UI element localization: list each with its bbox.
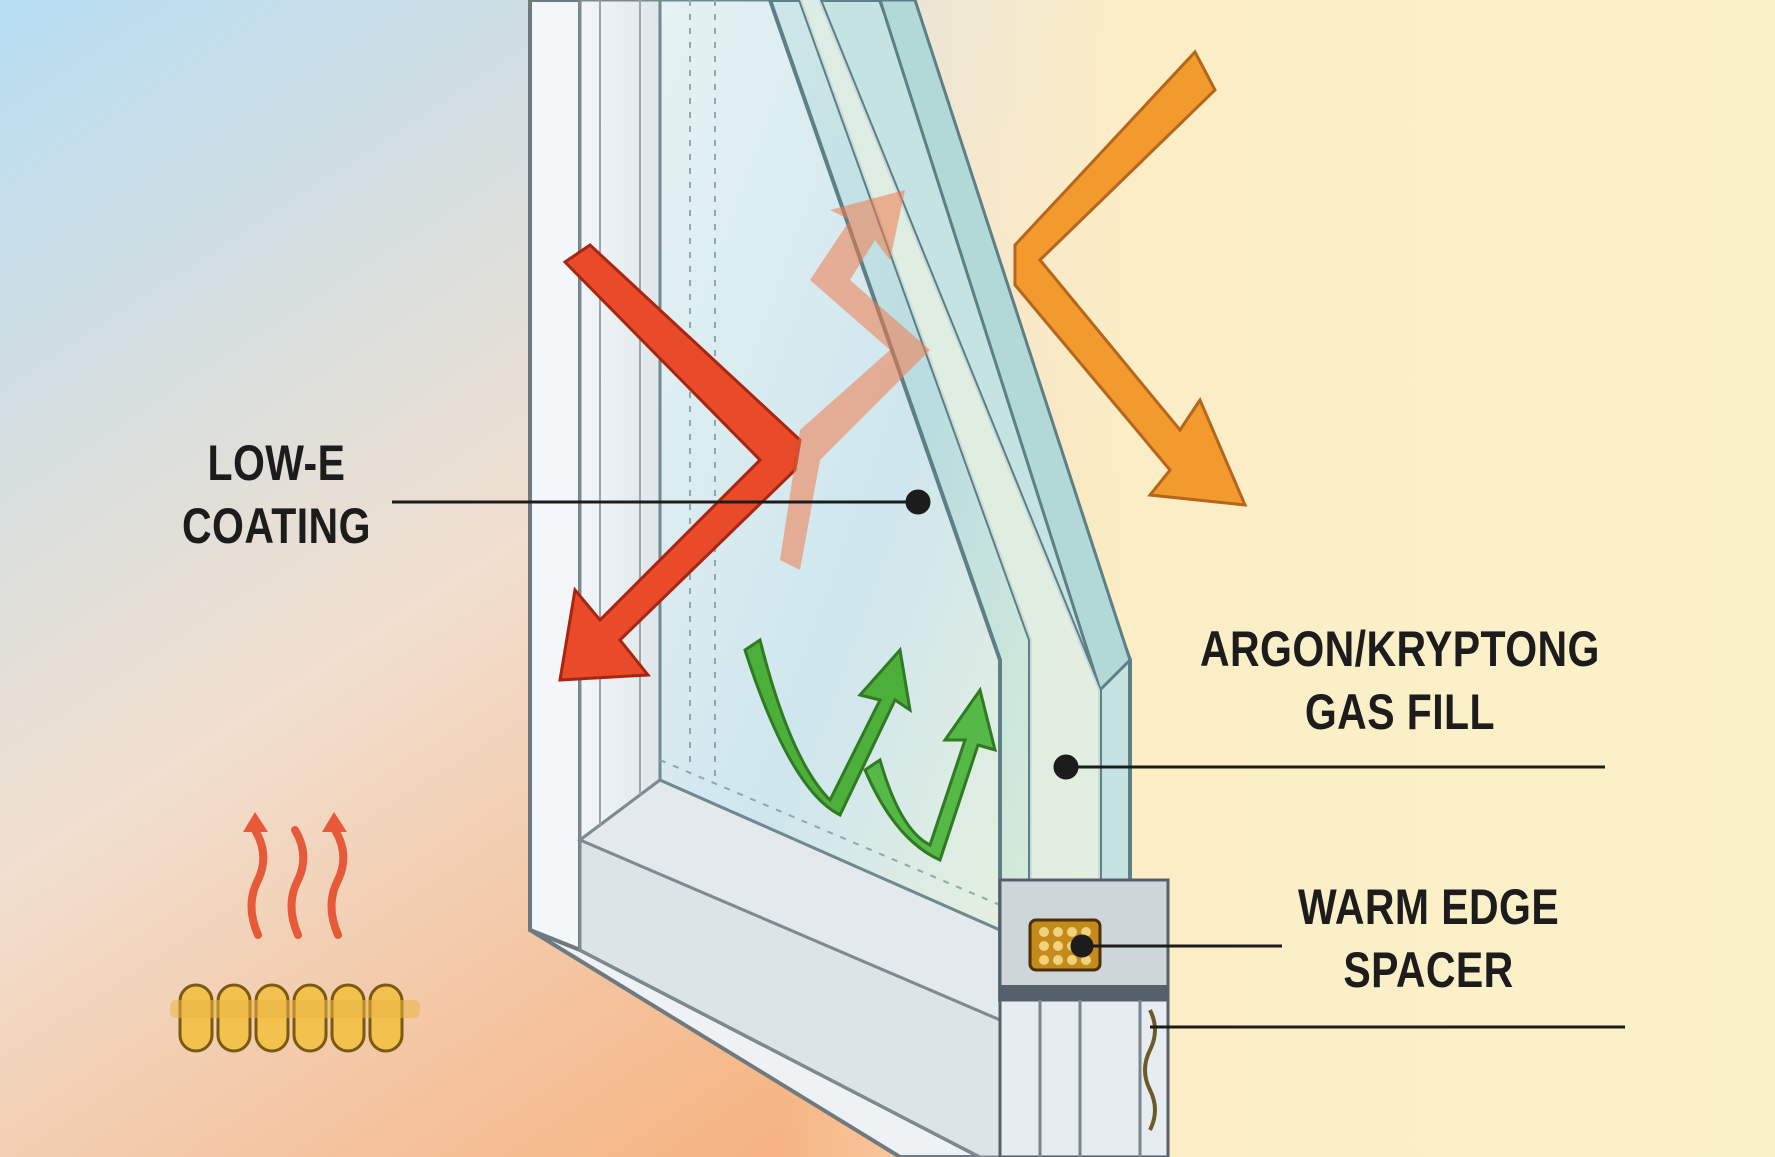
warm-edge-label-line2: SPACER [1343, 941, 1514, 998]
incoming-sun-arrow-icon [1013, 49, 1248, 507]
gas-fill-pointer-dot [1053, 754, 1079, 780]
spacer-assembly [998, 878, 1170, 1157]
gas-fill-label-line2: GAS FILL [1304, 683, 1495, 740]
warm-edge-spacer-label: WARM EDGE SPACER [1298, 876, 1559, 1001]
low-e-pointer-dot [905, 489, 931, 515]
spacer-pointer-dot [1070, 934, 1094, 958]
gas-fill-label-line1: ARGON/KRYPTONG [1200, 621, 1600, 677]
faded-heat-arrow-icon [780, 190, 930, 570]
gas-circulation-arrows-icon [743, 637, 998, 863]
leader-lines [392, 489, 1625, 1029]
inner-pane [658, 0, 1002, 933]
low-e-coating-label: LOW-E COATING [182, 432, 371, 557]
radiator-icon [170, 983, 420, 1053]
reflected-heat-arrow-icon [558, 243, 802, 682]
gas-fill-label: ARGON/KRYPTONG GAS FILL [1200, 618, 1600, 743]
heat-waves-icon [243, 812, 348, 939]
low-e-label-line2: COATING [182, 497, 371, 554]
warm-edge-label-line1: WARM EDGE [1298, 879, 1560, 935]
low-e-label-line1: LOW-E [207, 435, 346, 491]
